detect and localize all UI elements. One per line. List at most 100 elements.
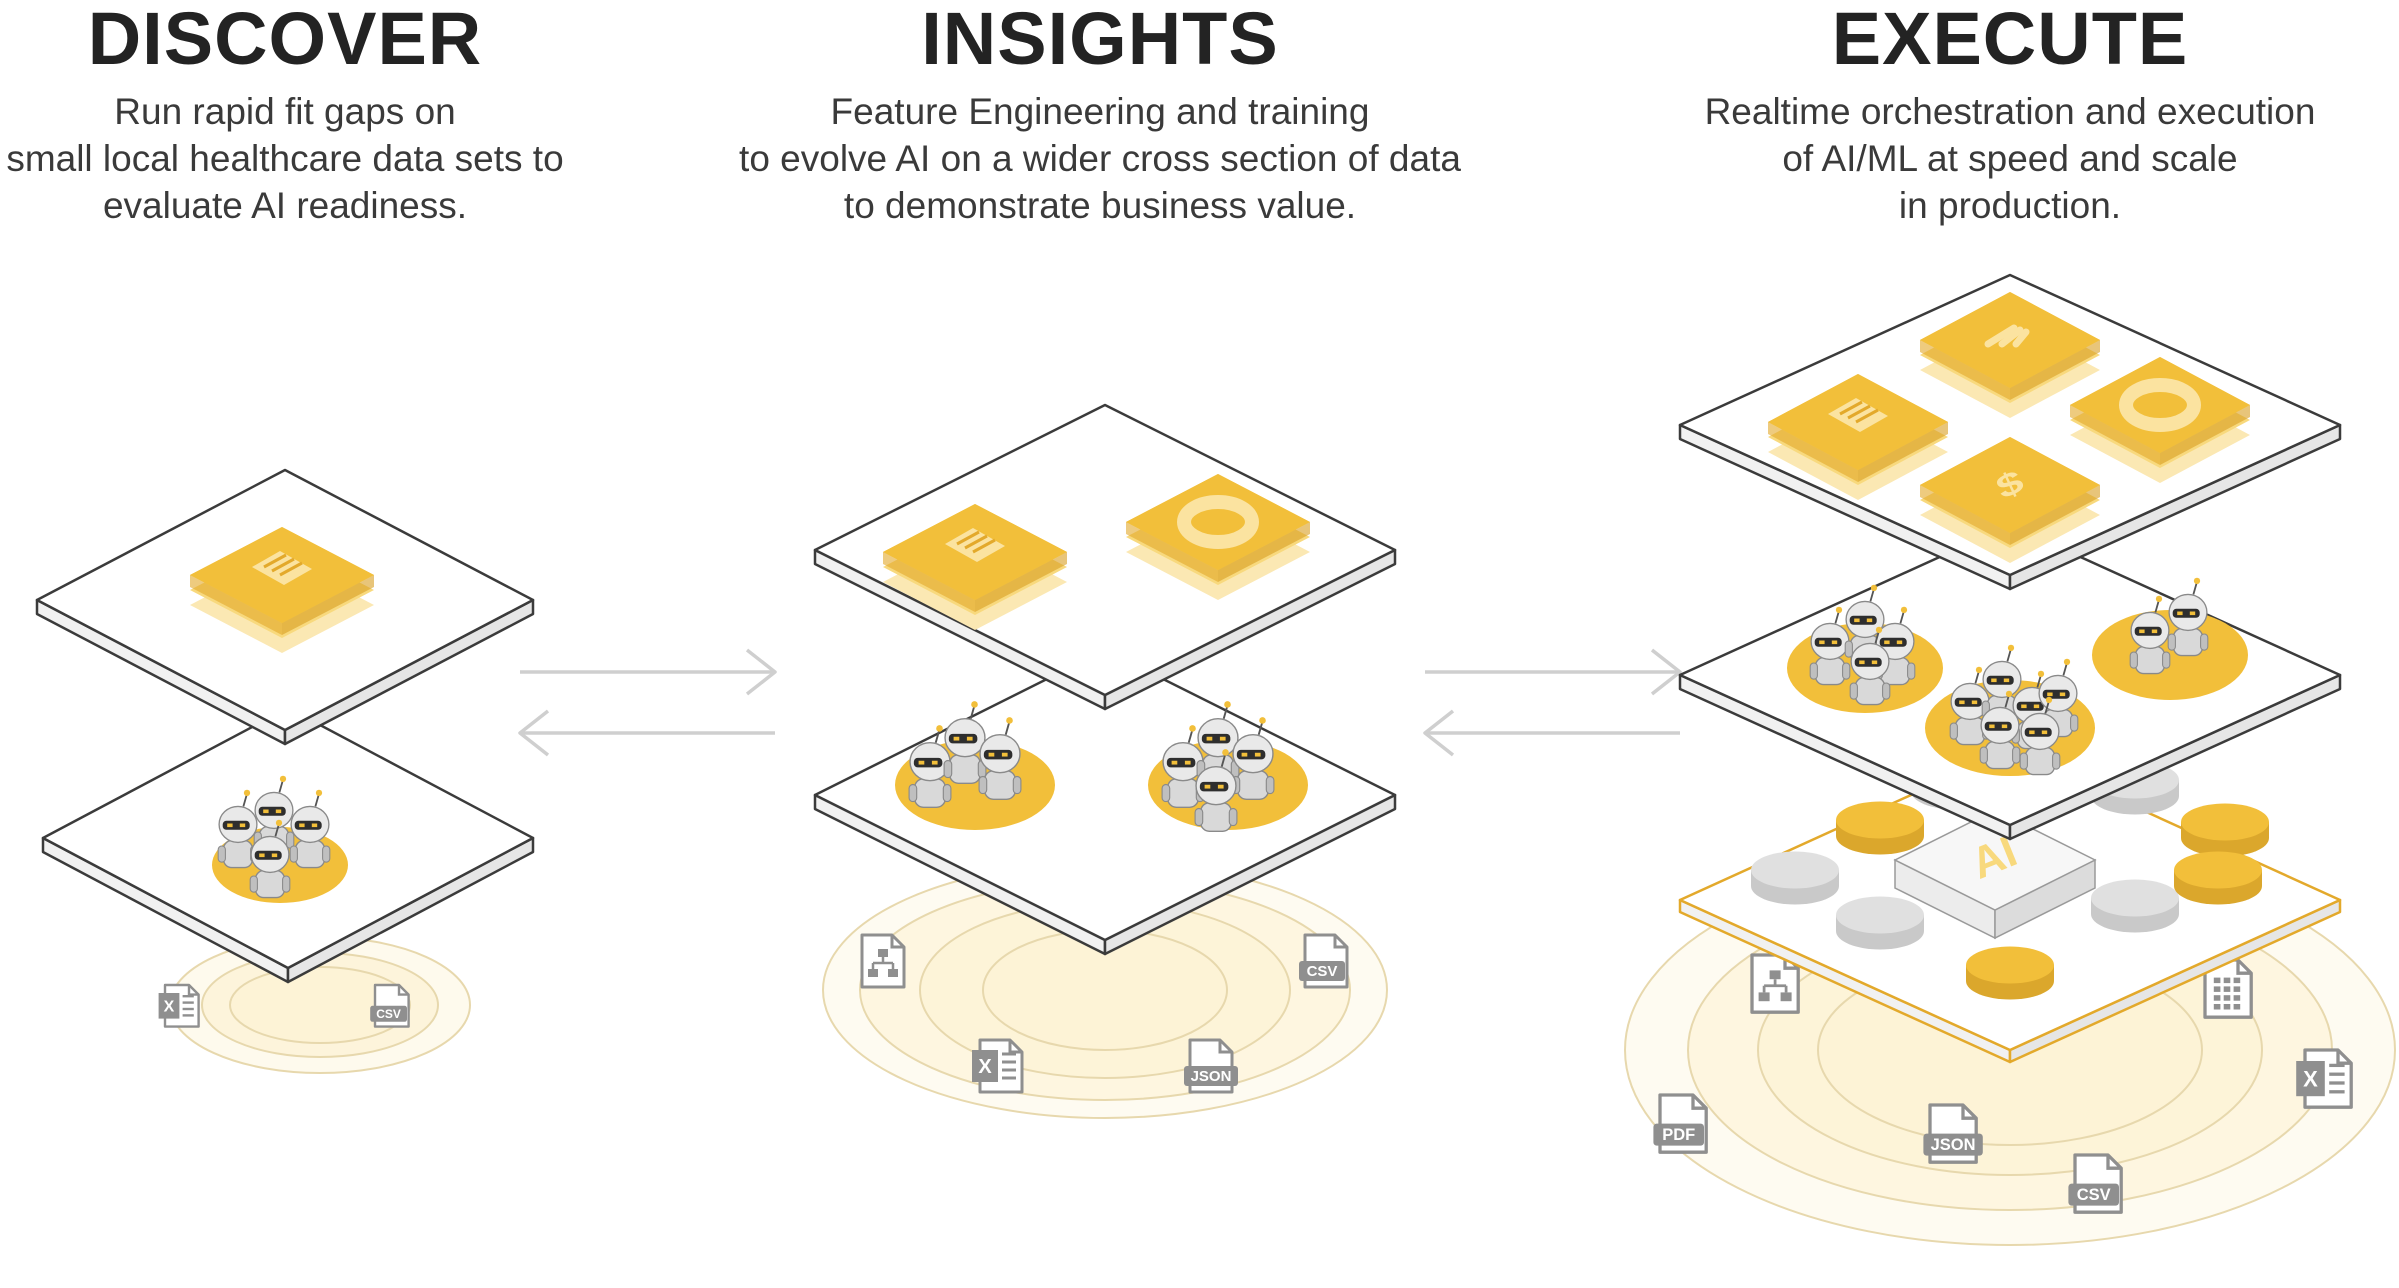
data-store-disc-yellow [2181, 803, 2269, 857]
execute-robot-group-right [2092, 577, 2248, 700]
robot-eye [1871, 660, 1878, 665]
file-badge [1299, 961, 1345, 981]
robot-arm [1228, 807, 1238, 827]
robot-arm [1161, 783, 1171, 803]
excel-badge-label: X [164, 998, 175, 1015]
robot-antenna-tip [275, 819, 283, 827]
tile-edge [2070, 405, 2160, 465]
robot-eye [1241, 752, 1248, 757]
robot-arm [1842, 662, 1851, 680]
robot-eye [2189, 611, 2196, 616]
robot-eye [988, 752, 995, 757]
insights-desc-line: Feature Engineering and training [830, 91, 1370, 132]
csv-file-icon: CSV [2068, 1153, 2123, 1214]
discover-desc-line: small local healthcare data sets to [6, 138, 564, 179]
report-line [279, 561, 303, 577]
arrow-right-1 [520, 648, 777, 696]
robot-body [2134, 645, 2166, 675]
report-line [1855, 408, 1879, 424]
data-store-disc-grey [1836, 896, 1924, 950]
robot-eye [271, 853, 278, 858]
tree-file-icon [1750, 953, 1800, 1014]
robot [1979, 690, 2021, 770]
robot-arm [1979, 746, 1988, 764]
robot-antenna-tip [1006, 717, 1013, 724]
insights-robot-group-right [1148, 701, 1308, 833]
robot [1161, 725, 1205, 809]
robot-visor [1236, 749, 1266, 760]
excel-file-icon: X [158, 983, 200, 1028]
robot-eye [1217, 784, 1224, 789]
robot-antenna-tip [2193, 577, 2201, 585]
execute-insight-platform [1678, 273, 2342, 591]
file-badge [370, 1005, 407, 1022]
robot-body [1954, 716, 1986, 746]
insights-data-rings [822, 861, 1388, 1119]
robot-eye [263, 809, 269, 814]
robot-eye [1884, 640, 1890, 645]
tile-top [1920, 437, 2100, 533]
robot-antenna-tip [243, 789, 251, 797]
insights-column: INSIGHTS Feature Engineering and trainin… [700, 0, 1500, 229]
robot-visor [2172, 608, 2200, 618]
robot-antenna-tip [1224, 701, 1231, 708]
robot-eye [2033, 704, 2040, 709]
file-fold [397, 985, 409, 996]
robot-eye [2151, 629, 2158, 634]
robot-eye [966, 736, 973, 741]
tile-edge [1858, 422, 1948, 482]
platform-top [1678, 273, 2342, 577]
robot-arm [2200, 633, 2209, 651]
chart-bar [2012, 328, 2030, 348]
robot-eye [311, 823, 318, 828]
excel-badge [972, 1050, 998, 1082]
file-fold [2236, 960, 2252, 975]
robot-arm [249, 875, 258, 893]
robot-arm [942, 783, 952, 803]
robot-arm [1844, 640, 1853, 658]
calc-key [2233, 986, 2241, 992]
insights-insight-platform [813, 403, 1397, 711]
tree-node [868, 969, 878, 977]
tree-node [1780, 992, 1792, 1002]
robot-eye [918, 760, 925, 765]
disc-top [2181, 803, 2269, 841]
robot-body [1167, 778, 1199, 809]
json-file-icon: JSON [1923, 1103, 1983, 1164]
file-badge [1923, 1133, 1983, 1156]
robot-eye [1171, 760, 1178, 765]
robot-arm [1194, 807, 1204, 827]
insights-desc-line: to evolve AI on a wider cross section of… [739, 138, 1461, 179]
calc-key [2213, 986, 2221, 992]
robot [289, 789, 331, 869]
arrow-head [1650, 648, 1682, 696]
robot-arm [2129, 651, 2138, 669]
report-line [263, 553, 287, 569]
donut-icon [1177, 495, 1259, 549]
chart-bar [1998, 326, 2024, 348]
robot-eye [1831, 640, 1838, 645]
robot-arm [282, 875, 291, 893]
robot-visor [1954, 697, 1982, 707]
robot-antenna-tip [2045, 696, 2053, 704]
discover-robot-group [212, 775, 348, 903]
file-fold [187, 985, 199, 996]
tile-edge [1218, 522, 1310, 582]
file-fold [2336, 1050, 2352, 1065]
disc-top [2174, 851, 2262, 889]
robot-visor [948, 733, 978, 744]
report-icon [945, 528, 1005, 562]
ai-block: AI [1893, 809, 2097, 940]
robot-eye [1991, 678, 1997, 683]
robot-body [2024, 746, 2056, 776]
robot-body [1854, 676, 1886, 706]
donut-ring [1177, 495, 1259, 549]
robot [249, 819, 291, 899]
calc-key [2213, 995, 2221, 1001]
tile-top [2070, 357, 2250, 453]
robot-eye [1854, 618, 1860, 623]
report-line [1847, 404, 1871, 420]
tile-top [1126, 474, 1310, 570]
excel-badge [2296, 1061, 2325, 1097]
tree-branch [1762, 979, 1788, 993]
